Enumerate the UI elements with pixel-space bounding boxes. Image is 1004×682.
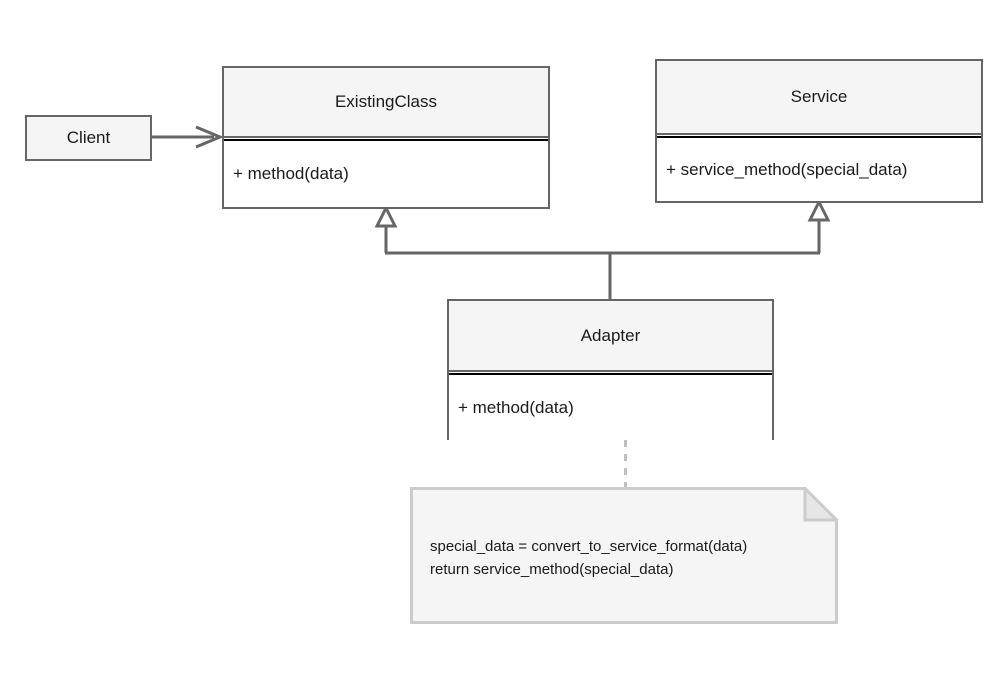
class-header-adapter: Adapter [449,301,772,372]
note-line-2: return service_method(special_data) [430,561,674,578]
class-box-service[interactable]: Service + service_method(special_data) [655,59,983,203]
class-box-adapter[interactable]: Adapter + method(data) [447,299,774,440]
class-name-existing-class: ExistingClass [334,92,438,111]
generalization-arrowhead-existingclass [374,204,398,228]
edge-client-to-existingclass [152,125,224,149]
member-service-method: + service_method(special_data) [666,159,908,179]
note-fold-corner [803,484,841,522]
class-members-existing-class: + method(data) [224,141,548,207]
compartment-rule-existing-class [224,139,548,141]
member-existing-class-method: + method(data) [233,164,349,183]
class-name-adapter: Adapter [580,325,641,345]
note-shape [410,484,841,624]
compartment-rule-adapter [449,373,772,375]
generalization-arrowhead-service [807,198,831,222]
note-line-1: special_data = convert_to_service_format… [430,538,748,555]
class-header-existing-class: ExistingClass [224,68,548,138]
note-implementation[interactable]: special_data = convert_to_service_format… [410,484,841,624]
edge-generalization-tree [374,198,831,299]
class-name-client: Client [66,128,111,147]
class-header-service: Service [657,61,981,135]
class-members-service: + service_method(special_data) [657,138,981,201]
edge-adapter-to-note [624,440,627,488]
class-name-service: Service [790,87,848,106]
class-box-client[interactable]: Client [25,115,152,161]
compartment-rule-service [657,136,981,138]
class-members-adapter: + method(data) [449,375,772,440]
class-box-existing-class[interactable]: ExistingClass + method(data) [222,66,550,209]
member-adapter-method: + method(data) [458,397,574,417]
